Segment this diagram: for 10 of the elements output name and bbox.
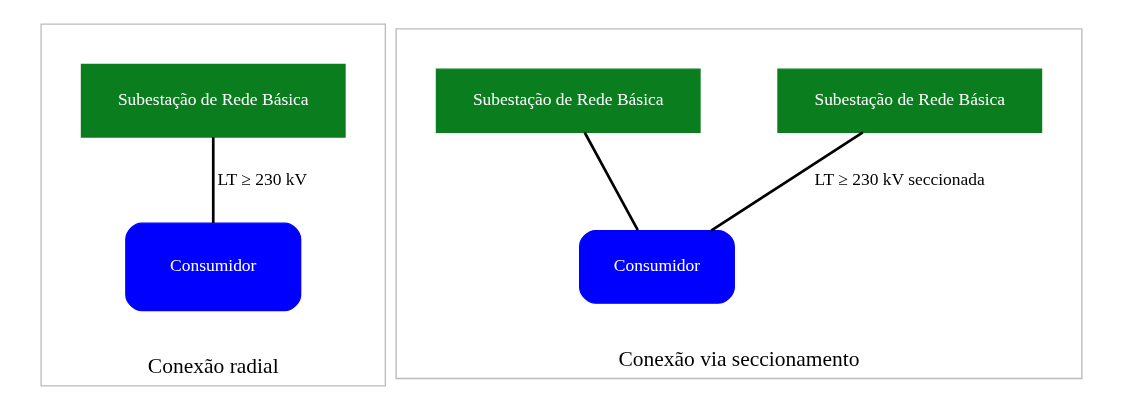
connector — [710, 131, 864, 232]
edge-label: LT ≥ 230 kV — [217, 168, 308, 189]
node-box: Subestação de Rede Básica — [777, 68, 1043, 134]
connector — [211, 137, 215, 223]
node-box: Subestação de Rede Básica — [435, 68, 701, 134]
node-box: Consumidor — [125, 222, 302, 312]
node-box: Consumidor — [579, 229, 735, 304]
node-box: Subestação de Rede Básica — [80, 63, 346, 138]
edge-label: LT ≥ 230 kV seccionada — [814, 168, 985, 189]
connector — [583, 131, 639, 231]
